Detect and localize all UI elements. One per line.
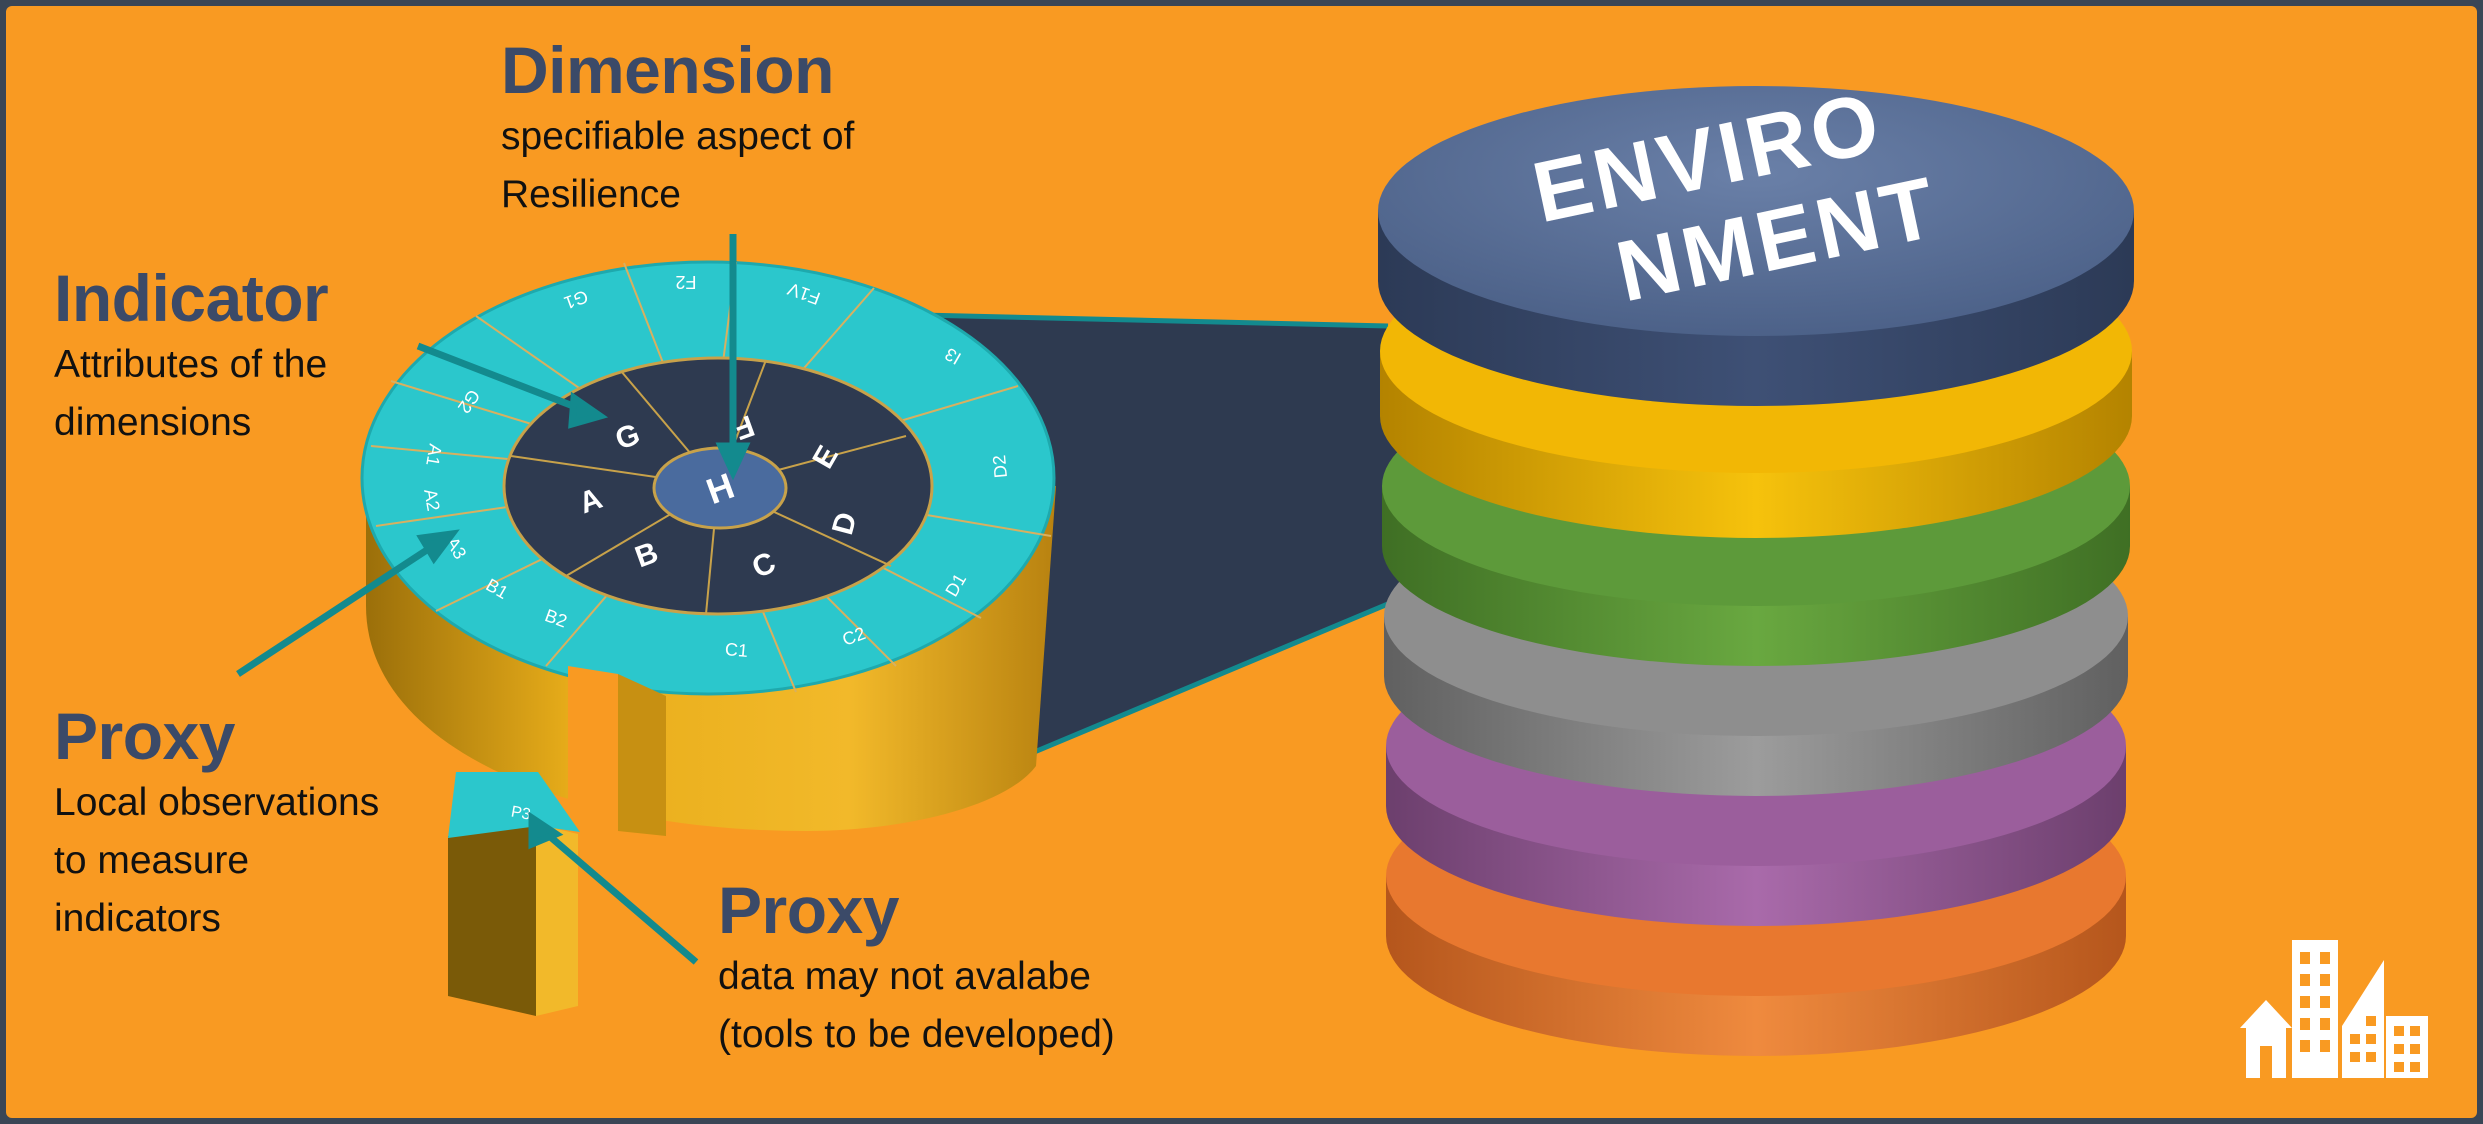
indicator-label-d2: D2: [989, 454, 1011, 479]
indicator-label-a2: A2: [420, 487, 444, 512]
dimension-heading: Dimension: [501, 33, 834, 107]
arrow-proxy-right: [537, 825, 699, 965]
proxy-right-label: Proxy data may not avalabe (tools to be …: [718, 872, 1115, 1064]
arrows: [236, 234, 751, 965]
proxy-left-heading: Proxy: [54, 699, 235, 773]
proxy-left-label: Proxy Local observations to measure indi…: [54, 698, 379, 948]
proxy-right-description: data may not avalabe (tools to be develo…: [718, 948, 1115, 1064]
dimension-description-line2: Resilience: [501, 173, 681, 216]
dimension-description-line1: specifiable aspect of: [501, 115, 855, 158]
proxy-piece-label: P3: [510, 803, 532, 823]
indicator-heading: Indicator: [54, 261, 329, 335]
environment-stack: ENVIRO NMENT: [1378, 74, 2134, 1056]
indicator-label: Indicator Attributes of the dimensions: [54, 260, 329, 452]
proxy-left-description: Local observations to measure indicators: [54, 774, 379, 948]
indicator-label-f2: F2: [675, 272, 696, 292]
dimension-label: Dimension specifiable aspect of Resilien…: [501, 32, 854, 224]
indicator-label-a1: A1: [422, 442, 446, 467]
proxy-left-description-line1: Local observations: [54, 781, 380, 824]
indicator-description: Attributes of the dimensions: [54, 336, 328, 452]
proxy-right-heading: Proxy: [718, 873, 899, 947]
arrow-indicator: [416, 342, 588, 415]
diagram-canvas: ENVIRO NMENT: [6, 6, 2477, 1118]
proxy-right-description-line2: (tools to be developed): [718, 1013, 1115, 1056]
dimension-description: specifiable aspect of Resilience: [501, 108, 854, 224]
city-buildings-icon: [2240, 940, 2428, 1078]
diagram-art: ENVIRO NMENT: [236, 74, 2134, 1056]
resilience-wheel: H G F E D C B A G1 F2 F1V I3 D2 D1 C2 C1…: [360, 260, 1056, 836]
proxy-left-description-line3: indicators: [54, 897, 221, 940]
indicator-description-line1: Attributes of the: [54, 343, 328, 386]
wheel-gap: [568, 666, 618, 831]
arrow-proxy-left: [236, 541, 438, 677]
wheel-gap-inner-wall: [618, 674, 666, 836]
detached-proxy-piece: P3: [448, 772, 580, 1016]
indicator-description-line2: dimensions: [54, 401, 252, 444]
indicator-label-c1: C1: [724, 639, 749, 661]
proxy-right-description-line1: data may not avalabe: [718, 955, 1091, 998]
proxy-left-description-line2: to measure: [54, 839, 250, 882]
zoom-line-top: [875, 311, 1389, 329]
